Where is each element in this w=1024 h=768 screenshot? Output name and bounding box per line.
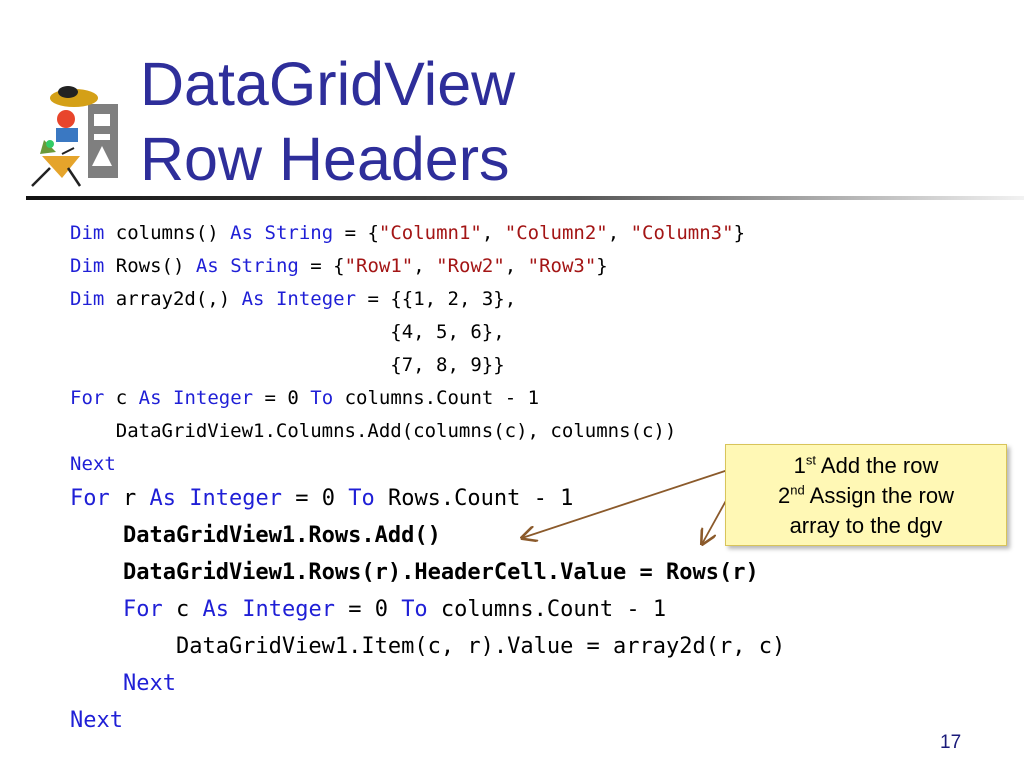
code-line: Dim array2d(,) As Integer = {{1, 2, 3},	[70, 283, 745, 316]
slide-title-line-2: Row Headers	[140, 125, 510, 193]
code-line: Dim Rows() As String = {"Row1", "Row2", …	[70, 250, 745, 283]
code-text: Rows.Count - 1	[374, 486, 574, 511]
code-text	[265, 288, 276, 310]
code-text: }	[733, 222, 746, 244]
code-keyword: As	[195, 255, 219, 277]
code-keyword: Integer	[189, 486, 282, 511]
code-text: c	[104, 387, 139, 409]
code-text	[70, 597, 123, 622]
callout-line-3: array to the dgv	[789, 513, 943, 538]
code-text: ,	[481, 222, 505, 244]
code-keyword: To	[348, 486, 375, 511]
code-keyword: Integer	[242, 597, 335, 622]
code-string: "Column1"	[378, 222, 482, 244]
people-shapes-logo-icon	[31, 86, 118, 187]
code-block-rows-loop: For r As Integer = 0 To Rows.Count - 1 D…	[70, 480, 785, 739]
code-text	[229, 597, 242, 622]
code-text: = 0	[281, 486, 349, 511]
code-line: Next	[70, 702, 785, 739]
page-number: 17	[940, 732, 962, 753]
code-text: DataGridView1.Rows.Add()	[70, 523, 441, 548]
code-keyword: Next	[70, 453, 116, 475]
code-text: DataGridView1.Columns.Add(columns(c), co…	[70, 420, 677, 442]
code-text	[176, 486, 189, 511]
code-keyword: To	[401, 597, 428, 622]
code-text: }	[596, 255, 608, 277]
code-string: "Row2"	[436, 255, 505, 277]
code-string: "Row1"	[344, 255, 414, 277]
code-keyword: Dim	[70, 288, 105, 310]
code-text	[253, 222, 264, 244]
code-keyword: Dim	[70, 255, 105, 277]
code-text: {7, 8, 9}}	[70, 354, 505, 376]
code-line: Next	[70, 665, 785, 702]
code-keyword: Next	[122, 671, 176, 696]
code-text: = {{1, 2, 3},	[356, 288, 517, 310]
code-text	[162, 387, 173, 409]
code-line: For c As Integer = 0 To columns.Count - …	[70, 591, 785, 628]
code-line: {4, 5, 6},	[70, 316, 745, 349]
code-text: DataGridView1.Item(c, r).Value = array2d…	[70, 634, 786, 659]
code-string: "Column3"	[630, 222, 734, 244]
code-text: = 0	[253, 387, 311, 409]
code-text: ,	[413, 255, 437, 277]
callout-line-2: 2nd Assign the row	[778, 482, 954, 508]
code-keyword: String	[264, 222, 334, 244]
code-keyword: As	[241, 288, 265, 310]
code-line: Next	[70, 448, 745, 481]
code-block-setup: Dim columns() As String = {"Column1", "C…	[70, 217, 745, 481]
code-keyword: As	[202, 597, 229, 622]
code-text: Rows()	[104, 255, 196, 277]
code-text: = 0	[334, 597, 402, 622]
callout-note: 1st Add the row 2nd Assign the row array…	[725, 444, 1007, 546]
code-line: {7, 8, 9}}	[70, 349, 745, 382]
title-divider	[26, 196, 1024, 200]
code-keyword: Integer	[173, 387, 254, 409]
code-text: ,	[607, 222, 631, 244]
code-line: For r As Integer = 0 To Rows.Count - 1	[70, 480, 785, 517]
code-text	[219, 255, 230, 277]
code-text	[70, 671, 123, 696]
code-keyword: As	[230, 222, 254, 244]
code-keyword: Dim	[70, 222, 105, 244]
code-line: DataGridView1.Rows(r).HeaderCell.Value =…	[70, 554, 785, 591]
code-text: DataGridView1.Rows(r).HeaderCell.Value =…	[70, 560, 759, 585]
code-line: For c As Integer = 0 To columns.Count - …	[70, 382, 745, 415]
code-text: array2d(,)	[104, 288, 242, 310]
slide-title-line-1: DataGridView	[140, 50, 516, 118]
code-keyword: String	[230, 255, 299, 277]
code-keyword: For	[122, 597, 163, 622]
code-line: DataGridView1.Columns.Add(columns(c), co…	[70, 415, 745, 448]
code-keyword: For	[70, 486, 110, 511]
code-text: columns.Count - 1	[427, 597, 667, 622]
code-text: r	[109, 486, 150, 511]
code-text: = {	[333, 222, 379, 244]
code-text: c	[162, 597, 203, 622]
code-line: DataGridView1.Rows.Add()	[70, 517, 785, 554]
code-line: DataGridView1.Item(c, r).Value = array2d…	[70, 628, 785, 665]
code-text: {4, 5, 6},	[70, 321, 505, 343]
callout-line-1: 1st Add the row	[793, 452, 939, 478]
code-text: = {	[298, 255, 345, 277]
code-keyword: Next	[70, 708, 123, 733]
code-line: Dim columns() As String = {"Column1", "C…	[70, 217, 745, 250]
code-keyword: For	[70, 387, 105, 409]
code-text: columns()	[104, 222, 231, 244]
code-string: "Row3"	[527, 255, 597, 277]
code-keyword: As	[138, 387, 162, 409]
code-text: columns.Count - 1	[333, 387, 540, 409]
code-keyword: As	[149, 486, 177, 511]
code-string: "Column2"	[504, 222, 608, 244]
code-keyword: Integer	[275, 288, 357, 310]
code-text: ,	[504, 255, 528, 277]
code-keyword: To	[310, 387, 334, 409]
